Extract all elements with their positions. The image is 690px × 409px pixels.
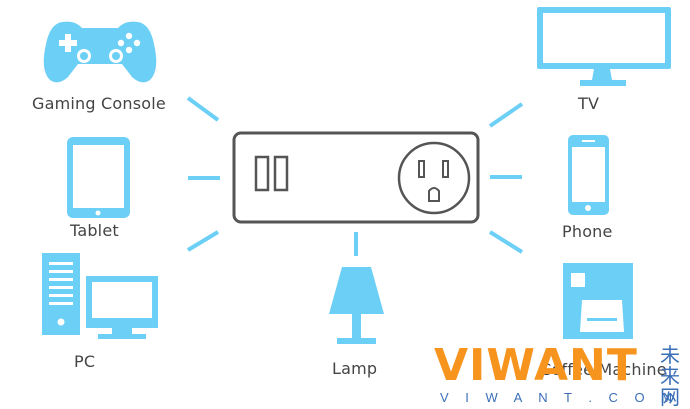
connector-rays [186, 96, 524, 256]
ray-pc [186, 230, 220, 252]
tv-icon [537, 7, 671, 86]
watermark-brand: VIWANT [434, 340, 638, 391]
phone-label: Phone [562, 222, 613, 241]
tablet-icon [67, 137, 130, 218]
pc-label: PC [74, 352, 96, 371]
gamepad-icon [43, 21, 157, 83]
gaming-console-label: Gaming Console [32, 94, 166, 113]
watermark-url: V I W A N T . C O M [440, 390, 679, 405]
coffee-machine-icon [563, 263, 633, 339]
tablet-label: Tablet [70, 221, 119, 240]
smart-plug-icon [232, 131, 480, 224]
ray-coffee-machine [488, 230, 524, 254]
ray-gaming-console [186, 96, 220, 122]
desktop-computer-icon [42, 253, 158, 339]
lamp-label: Lamp [332, 359, 378, 378]
tv-label: TV [578, 94, 600, 113]
lamp-icon [329, 267, 384, 344]
watermark-cn: 未来网 [660, 343, 680, 409]
ray-tv [488, 102, 524, 128]
ac-socket [397, 141, 471, 215]
smartphone-icon [568, 135, 609, 215]
usb-ports [254, 155, 289, 192]
coffee-machine-label: Coffee Machine [540, 360, 667, 379]
